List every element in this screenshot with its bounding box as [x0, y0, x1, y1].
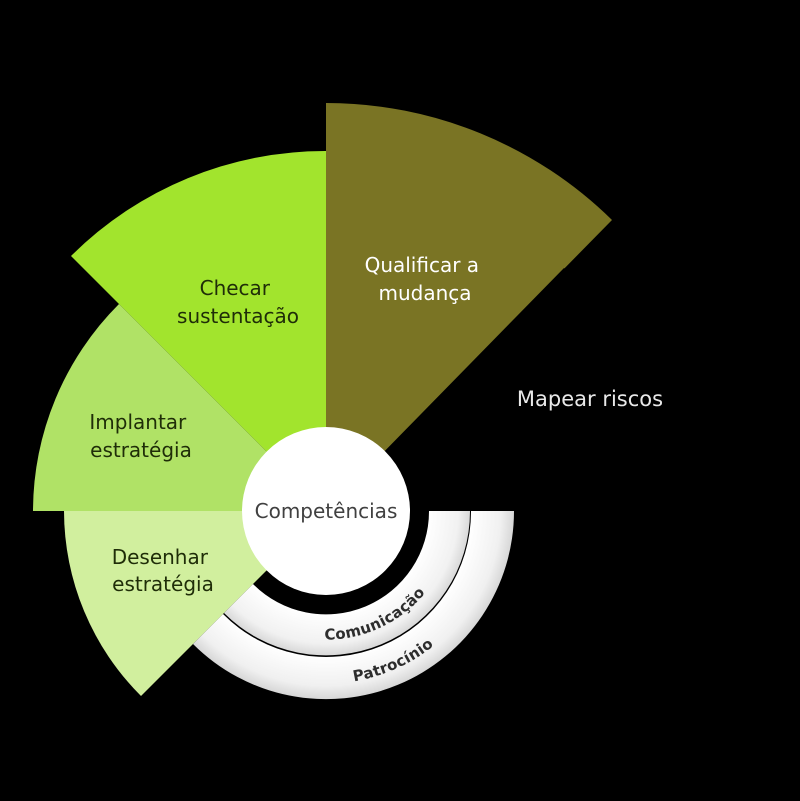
label-line: Implantar — [89, 410, 187, 434]
label-implantar-estrategia: Implantar estratégia — [89, 410, 192, 462]
sector-implantar-estrategia — [33, 304, 326, 511]
label-line: estratégia — [112, 572, 214, 596]
sector-qualificar-a-mudanca — [326, 103, 612, 511]
label-line: Checar — [200, 276, 271, 300]
label-competencias: Competências — [255, 499, 398, 523]
label-mapear-riscos: Mapear riscos — [517, 387, 663, 411]
label-line: estratégia — [90, 438, 192, 462]
label-checar-sustentacao: Checar sustentação — [177, 276, 299, 328]
label-line: Qualificar a — [365, 253, 479, 277]
label-qualificar-a-mudanca: Qualificar a mudança — [365, 253, 486, 305]
label-line: sustentação — [177, 304, 299, 328]
label-line: mudança — [378, 281, 471, 305]
ring-comunicacao — [224, 511, 471, 656]
label-line: Desenhar — [112, 545, 209, 569]
ring-patrocinio — [193, 511, 514, 700]
label-desenhar-estrategia: Desenhar estratégia — [112, 545, 215, 596]
sector-checar-sustentacao — [71, 150, 326, 512]
sector-mapear-riscos — [326, 268, 667, 511]
center-circle — [242, 427, 410, 595]
